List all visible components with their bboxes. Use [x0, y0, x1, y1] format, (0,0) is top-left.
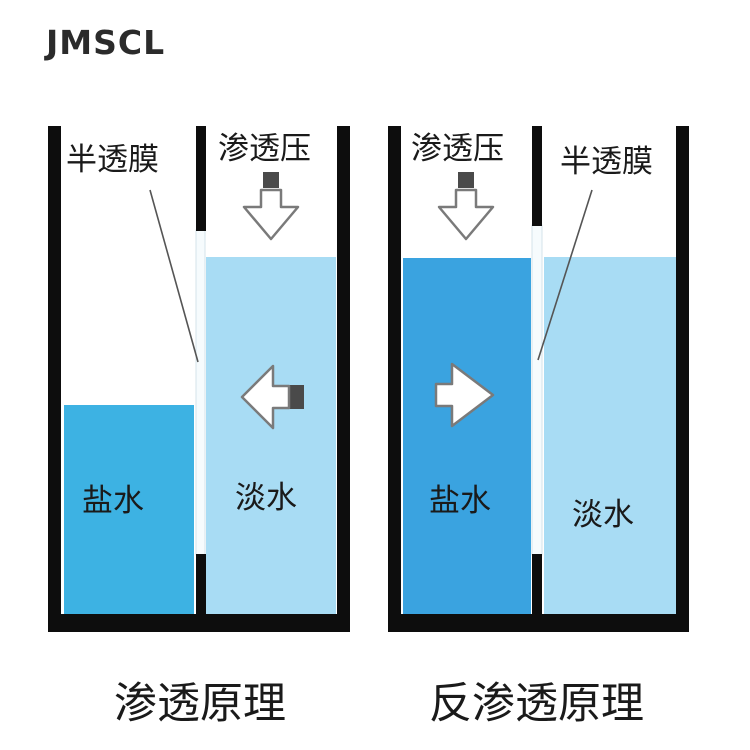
right-divider-top	[532, 126, 542, 226]
membrane-right	[531, 224, 543, 556]
pressure-arrow-left	[242, 172, 300, 241]
pressure-label-left: 渗透压	[218, 131, 311, 167]
left-divider-top	[196, 126, 206, 231]
salt-water-label-right: 盐水	[429, 483, 491, 519]
reverse-osmosis-panel: 渗透压 半透膜 盐水 淡水	[388, 126, 689, 632]
fresh-water-label-right: 淡水	[572, 497, 634, 533]
right-left-wall	[388, 126, 401, 632]
left-divider-bottom	[196, 554, 206, 617]
salt-water-right	[403, 258, 531, 614]
membrane-pointer-left	[149, 189, 199, 363]
osmosis-panel: 半透膜 渗透压 盐水 淡水	[48, 126, 350, 632]
left-outer-wall	[48, 126, 61, 632]
fresh-water-left	[206, 257, 336, 614]
fresh-water-right	[544, 257, 676, 614]
left-bottom-wall	[48, 614, 350, 632]
membrane-label-right: 半透膜	[560, 144, 653, 180]
left-right-wall	[337, 126, 350, 632]
membrane-pointer-right	[537, 189, 593, 361]
salt-water-label-left: 盐水	[82, 483, 144, 519]
brand-logo: JMSCL	[44, 23, 165, 62]
flow-arrow-right	[434, 362, 495, 428]
pressure-arrow-right	[437, 172, 495, 241]
fresh-water-label-left: 淡水	[235, 480, 297, 516]
right-outer-wall	[676, 126, 689, 632]
membrane-left	[195, 229, 206, 556]
right-divider-bottom	[532, 554, 542, 617]
salt-water-left	[64, 405, 194, 614]
caption-osmosis: 渗透原理	[114, 679, 286, 729]
pressure-label-right: 渗透压	[411, 131, 504, 167]
caption-reverse-osmosis: 反渗透原理	[429, 679, 644, 729]
right-bottom-wall	[388, 614, 689, 632]
flow-arrow-left	[240, 364, 304, 430]
membrane-label-left: 半透膜	[66, 142, 159, 178]
